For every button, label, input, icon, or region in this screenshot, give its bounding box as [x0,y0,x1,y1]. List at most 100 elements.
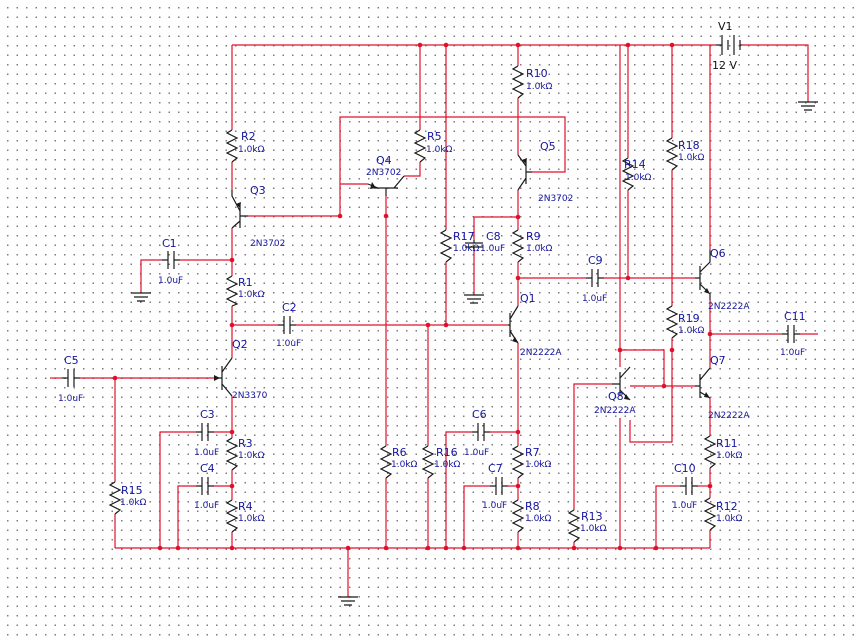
transistor-q1[interactable]: Q1 2N2222A [508,292,562,358]
battery-v1[interactable]: V1 12 V [712,20,742,72]
capacitor-c10[interactable]: C10 1.0uF [672,462,698,511]
component-ref: R7 [525,446,540,459]
component-ref: R8 [525,500,540,513]
ground-symbol[interactable] [464,294,484,304]
transistor-q2[interactable]: Q2 2N3370 [214,338,268,401]
component-value: 1.0uF [194,501,219,511]
component-model: 2N3370 [232,391,268,401]
wire [445,431,472,548]
component-ref: R2 [241,130,256,143]
transistor-q5[interactable]: Q5 2N3702 [517,140,573,204]
component-value: 1.0uF [464,448,489,458]
resistor-r9[interactable]: R9 1.0kΩ [511,229,553,263]
transistor-q3[interactable]: Q3 2N3702 [231,184,285,249]
capacitor-c5[interactable]: C5 1.0uF [58,354,83,404]
component-ref: Q6 [710,247,726,260]
junction-node [515,429,521,435]
resistor-r17[interactable]: R17 1.0kΩ [439,229,480,263]
junction-node [707,483,713,489]
capacitor-c3[interactable]: C3 1.0uF [194,408,219,458]
junction-node [515,275,521,281]
component-ref: R1 [238,276,253,289]
component-ref: R17 [453,230,475,243]
component-value: 1.0kΩ [580,524,607,534]
ground-symbol[interactable] [798,101,818,111]
component-value: 1.0kΩ [525,460,552,470]
component-ref: C9 [588,254,603,267]
resistor-r8[interactable]: R8 1.0kΩ [511,499,552,533]
wire [473,216,518,240]
junction-node [443,545,449,551]
resistor-r6[interactable]: R6 1.0kΩ [379,445,418,479]
resistor-r7[interactable]: R7 1.0kΩ [511,445,552,479]
wire [404,162,421,177]
component-ref: Q1 [520,292,536,305]
component-value: 1.0kΩ [426,145,453,155]
junction-node [515,42,521,48]
junction-node [443,322,449,328]
wire [573,383,612,510]
component-ref: C1 [162,237,177,250]
component-model: 2N3702 [538,194,573,204]
resistor-r5[interactable]: R5 1.0kΩ [413,129,453,163]
component-ref: R3 [238,437,253,450]
resistor-r12[interactable]: R12 1.0kΩ [703,497,743,531]
component-value: 1.0kΩ [525,514,552,524]
resistor-r14[interactable]: R14 1.0kΩ [621,157,652,191]
v1-to-ground-wire [742,44,809,102]
component-ref: R16 [436,446,458,459]
component-ref: R11 [716,437,738,450]
resistor-r10[interactable]: R10 1.0kΩ [511,65,553,99]
junction-node [653,545,659,551]
resistor-r1[interactable]: R1 1.0kΩ [225,275,265,307]
wire [463,485,490,548]
resistor-r19[interactable]: R19 1.0kΩ [665,305,705,339]
junction-node [669,347,675,353]
component-ref: Q4 [376,154,392,167]
component-model: 2N3702 [250,239,285,249]
resistor-r15[interactable]: R15 1.0kΩ [108,481,147,515]
component-ref: C8 [486,230,501,243]
junction-node [669,42,675,48]
component-value: 1.0uF [780,348,805,358]
capacitor-c8[interactable]: C8 1.0uF [465,230,505,254]
transistor-q4[interactable]: Q4 2N3702 [366,154,405,196]
capacitor-c7[interactable]: C7 1.0uF [482,462,508,511]
component-ref: C10 [674,462,696,475]
component-value: 1.0uF [194,448,219,458]
junction-node [425,545,431,551]
resistor-r13[interactable]: R13 1.0kΩ [567,509,607,543]
transistor-q6[interactable]: Q6 2N2222A [695,247,750,312]
component-value: 12 V [712,59,737,72]
component-value: 1.0kΩ [678,326,705,336]
component-value: 1.0kΩ [120,498,147,508]
component-model: 2N3702 [366,168,401,178]
component-ref: R9 [526,230,541,243]
capacitor-c4[interactable]: C4 1.0uF [194,462,219,511]
junction-node [625,275,631,281]
resistor-r18[interactable]: R18 1.0kΩ [665,137,705,171]
resistor-r3[interactable]: R3 1.0kΩ [225,437,265,471]
resistor-r16[interactable]: R16 1.0kΩ [421,445,461,479]
ground-symbol[interactable] [131,292,151,302]
capacitor-c9[interactable]: C9 1.0uF [582,254,607,304]
capacitor-c2[interactable]: C2 1.0uF [276,301,301,349]
component-ref: R15 [121,484,143,497]
ground-symbol[interactable] [338,596,358,606]
wire [248,116,566,217]
junction-node [157,545,163,551]
transistor-q8[interactable]: Q8 2N2222A [594,366,636,416]
resistor-r4[interactable]: R4 1.0kΩ [225,499,265,533]
component-ref: Q2 [232,338,248,351]
component-value: 1.0uF [158,276,183,286]
capacitor-c11[interactable]: C11 1.0uF [780,310,806,358]
capacitor-c1[interactable]: C1 1.0uF [158,237,183,286]
transistor-q7[interactable]: Q7 2N2222A [695,354,750,421]
resistor-r11[interactable]: R11 1.0kΩ [703,435,743,469]
resistor-r2[interactable]: R2 1.0kΩ [225,129,265,163]
component-ref: R10 [526,67,548,80]
component-value: 1.0kΩ [238,145,265,155]
capacitor-c6[interactable]: C6 1.0uF [464,408,490,458]
component-model: 2N2222A [708,302,750,312]
